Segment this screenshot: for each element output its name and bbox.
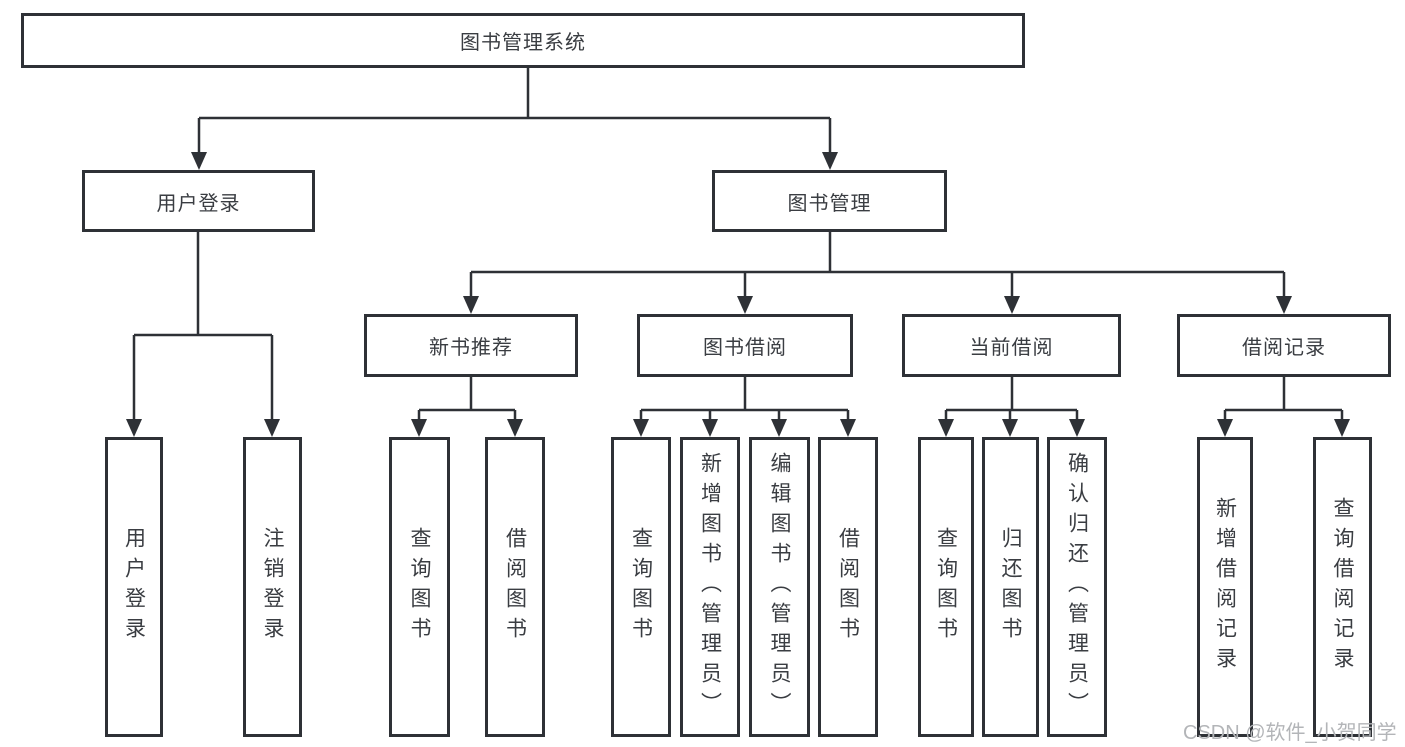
node-user-login: 用户登录	[82, 170, 315, 232]
node-user-login-leaf-label: 用户登录	[122, 527, 146, 647]
node-logout-leaf-label: 注销登录	[261, 527, 284, 647]
node-borrow-books-leaf: 借阅图书	[818, 437, 878, 737]
csdn-watermark: CSDN @软件_小贺同学	[1183, 722, 1397, 744]
arrowhead	[1276, 296, 1292, 314]
arrowhead	[507, 419, 523, 437]
arrowhead	[463, 296, 479, 314]
node-current-query-books-label: 查询图书	[934, 527, 958, 647]
connector-book-mgmt-children	[469, 232, 1286, 300]
node-book-management-label: 图书管理	[787, 192, 872, 215]
node-edit-books-admin: 编辑图书（管理员）	[749, 437, 810, 737]
arrowheads	[126, 152, 1350, 437]
connector-borrow-records-children	[1223, 377, 1344, 423]
connector-new-book-rec-children	[417, 377, 517, 423]
arrowhead	[633, 419, 649, 437]
arrowhead	[1004, 296, 1020, 314]
arrowhead	[737, 296, 753, 314]
node-newbook-borrow-books: 借阅图书	[485, 437, 545, 737]
node-return-books-label: 归还图书	[999, 527, 1022, 647]
node-query-borrow-record: 查询借阅记录	[1313, 437, 1372, 737]
node-current-borrow-label: 当前借阅	[969, 337, 1054, 359]
arrowhead	[191, 152, 207, 170]
node-confirm-return-admin: 确认归还（管理员）	[1047, 437, 1107, 737]
node-borrow-records: 借阅记录	[1177, 314, 1391, 377]
node-borrow-query-books-label: 查询图书	[629, 527, 653, 647]
arrowhead	[840, 419, 856, 437]
node-root: 图书管理系统	[21, 13, 1025, 68]
arrowhead	[264, 419, 280, 437]
node-return-books: 归还图书	[982, 437, 1039, 737]
node-borrow-books-leaf-label: 借阅图书	[836, 527, 860, 647]
node-edit-books-admin-label: 编辑图书（管理员）	[768, 452, 791, 722]
arrowhead	[771, 419, 787, 437]
connector-user-login-children	[132, 232, 274, 423]
node-new-book-recommend-label: 新书推荐	[429, 337, 513, 359]
arrowhead	[1069, 419, 1085, 437]
arrowhead	[411, 419, 427, 437]
node-add-borrow-record: 新增借阅记录	[1197, 437, 1253, 737]
node-user-login-leaf: 用户登录	[105, 437, 163, 737]
connector-current-borrow-children	[944, 377, 1079, 423]
node-book-management: 图书管理	[712, 170, 947, 232]
arrowhead	[822, 152, 838, 170]
node-newbook-query-books: 查询图书	[389, 437, 450, 737]
node-book-borrow: 图书借阅	[637, 314, 853, 377]
connector-book-borrow-children	[639, 377, 850, 423]
node-newbook-query-books-label: 查询图书	[408, 527, 431, 647]
arrowhead	[126, 419, 142, 437]
node-newbook-borrow-books-label: 借阅图书	[503, 527, 527, 647]
node-query-borrow-record-label: 查询借阅记录	[1331, 497, 1354, 677]
arrowhead	[1002, 419, 1018, 437]
arrowhead	[1334, 419, 1350, 437]
arrowhead	[1217, 419, 1233, 437]
node-user-login-label: 用户登录	[156, 192, 241, 215]
arrowhead	[938, 419, 954, 437]
node-new-book-recommend: 新书推荐	[364, 314, 578, 377]
connector-root-to-level2	[197, 68, 832, 156]
node-add-borrow-record-label: 新增借阅记录	[1213, 497, 1237, 677]
node-current-query-books: 查询图书	[918, 437, 974, 737]
node-add-books-admin: 新增图书（管理员）	[680, 437, 740, 737]
arrowhead	[702, 419, 718, 437]
node-borrow-query-books: 查询图书	[611, 437, 671, 737]
node-root-label: 图书管理系统	[460, 32, 586, 54]
node-confirm-return-admin-label: 确认归还（管理员）	[1065, 452, 1089, 722]
node-logout-leaf: 注销登录	[243, 437, 302, 737]
node-book-borrow-label: 图书借阅	[703, 337, 787, 359]
node-add-books-admin-label: 新增图书（管理员）	[698, 452, 722, 722]
node-borrow-records-label: 借阅记录	[1242, 337, 1326, 359]
node-current-borrow: 当前借阅	[902, 314, 1121, 377]
